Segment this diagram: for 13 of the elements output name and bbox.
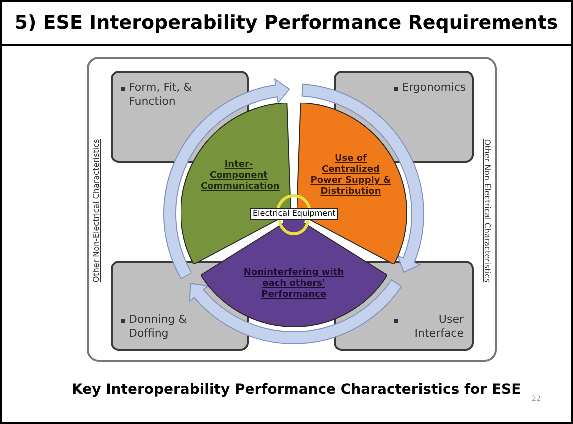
panel-background [87, 57, 497, 362]
category-text: Donning & Doffing [129, 313, 188, 341]
caption: Key Interoperability Performance Characteristics for ESE [72, 381, 522, 400]
category-text: Form, Fit, & Function [129, 81, 194, 109]
category-text: Ergonomics [402, 81, 464, 95]
category-text: User Interface [414, 313, 464, 341]
segment-text: Use of Centralized Power Supply & Distribution [310, 154, 392, 198]
center-label: Electrical Equipment [250, 208, 338, 220]
side-label: Other Non-Electrical Characteristics [482, 139, 493, 283]
title: 5) ESE Interoperability Performance Requirements [2, 2, 571, 46]
side-label: Other Non-Electrical Characteristics [91, 139, 102, 283]
segment-text: Inter-Component Communication [200, 160, 277, 193]
segment-text: Noninterfering with each others' Performance [242, 268, 346, 301]
